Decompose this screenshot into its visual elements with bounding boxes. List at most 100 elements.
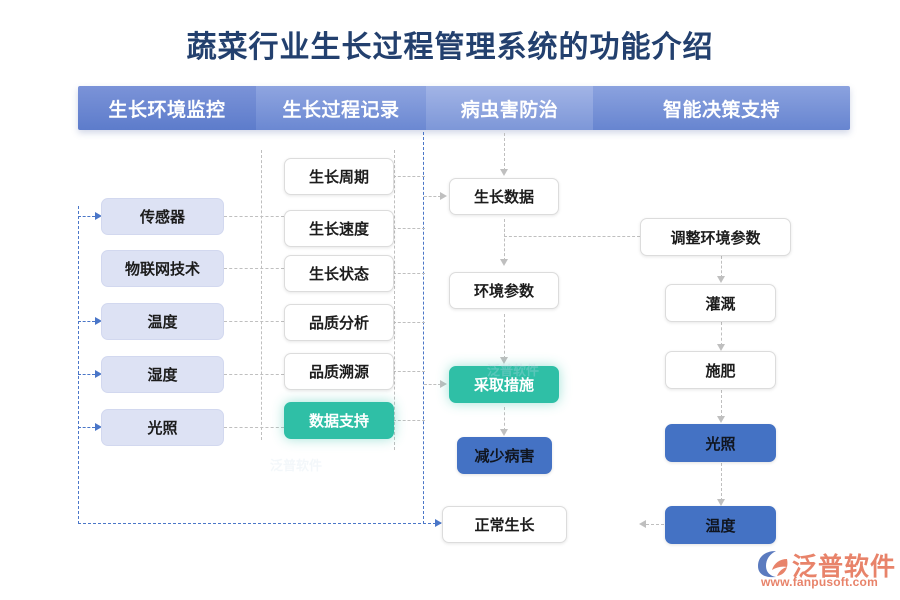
node-illumination-monitor-label: 光照 [147,420,178,437]
node-sensor[interactable]: 传感器 [101,198,224,235]
node-growth-rate-label: 生长速度 [308,221,369,238]
arrowhead-to-temperature [95,317,102,325]
node-growth-status[interactable]: 生长状态 [284,255,394,292]
node-adjust-environment-parameters[interactable]: 调整环境参数 [640,218,791,256]
node-quality-traceability[interactable]: 品质溯源 [284,353,394,390]
header-segment-process-record[interactable]: 生长过程记录 [256,86,426,130]
node-adjust-environment-parameters-label: 调整环境参数 [670,229,761,247]
node-humidity-monitor-label: 湿度 [147,367,178,384]
connector-take-measures-to-reduce-disease [504,407,505,431]
node-iot-technology-label: 物联网技术 [124,261,200,278]
brand-logo: 泛普软件 www.fanpusoft.com [756,548,896,592]
connector-to-sensor [78,216,95,217]
node-growth-cycle[interactable]: 生长周期 [284,158,394,195]
arrowhead-fertilize-to-illumination [717,416,725,423]
node-iot-technology[interactable]: 物联网技术 [101,250,224,287]
node-illumination-monitor[interactable]: 光照 [101,409,224,446]
connector-illumination-to-temperature [721,463,722,501]
node-temperature-monitor-label: 温度 [147,314,178,331]
connector-fertilize-to-illumination [721,390,722,418]
arrowhead-adjust-env-to-irrigation [717,276,725,283]
node-environment-parameters-label: 环境参数 [473,283,534,300]
header-segment-decision-support[interactable]: 智能决策支持 [593,86,850,130]
connector-spine-to-take-measures [424,384,441,385]
connector-growth-data-to-env-params [504,219,505,261]
node-growth-data[interactable]: 生长数据 [449,178,559,215]
node-quality-analysis-label: 品质分析 [308,315,369,332]
node-quality-traceability-label: 品质溯源 [308,364,369,381]
connector-quality-trace-right [393,371,425,372]
connector-irrigation-to-fertilize [721,322,722,346]
connector-iot-to-col2 [224,268,284,269]
connector-growth-cycle-right [393,176,425,177]
connector-quality-analysis-right [393,322,425,323]
node-growth-status-label: 生长状态 [308,266,369,283]
header-segment-environment-monitoring[interactable]: 生长环境监控 [78,86,256,130]
node-irrigation[interactable]: 灌溉 [665,284,776,322]
arrowhead-to-sensor [95,212,102,220]
connector-temperature-to-col2 [224,321,284,322]
connector-sensor-to-col2 [224,216,284,217]
fanpu-logo-icon [758,551,788,578]
node-normal-growth-label: 正常生长 [474,517,535,534]
arrowhead-to-normal-growth [435,519,442,527]
brand-logo-url: www.fanpusoft.com [761,575,878,589]
connector-adjust-env-to-irrigation [721,256,722,278]
node-illumination-control-label: 光照 [705,435,736,453]
connector-to-temperature [78,321,95,322]
connector-header-to-growth-data [504,133,505,171]
node-sensor-label: 传感器 [139,209,185,226]
connector-left-spine-bottom [78,523,441,524]
node-fertilization[interactable]: 施肥 [665,351,776,389]
node-data-support[interactable]: 数据支持 [284,402,394,439]
arrowhead-irrigation-to-fertilize [717,344,725,351]
arrowhead-env-params-to-take-measures [500,357,508,364]
connector-growth-data-to-adjust-env [504,236,640,237]
arrowhead-illumination-to-temperature [717,499,725,506]
page-title: 蔬菜行业生长过程管理系统的功能介绍 [186,31,714,64]
node-data-support-label: 数据支持 [308,413,369,430]
node-humidity-monitor[interactable]: 湿度 [101,356,224,393]
arrowhead-to-growth-data [440,192,447,200]
arrowhead-temperature-to-normal-growth [639,520,646,528]
node-illumination-control[interactable]: 光照 [665,424,776,462]
connector-illumination-to-col2 [224,427,284,428]
node-take-measures[interactable]: 采取措施 [449,366,559,403]
header-segment-pest-control[interactable]: 病虫害防治 [426,86,593,130]
connector-growth-status-right [393,273,425,274]
connector-col1-col2-gutter-vertical [261,150,262,440]
arrowhead-growth-data-to-env-params [500,259,508,266]
node-temperature-monitor[interactable]: 温度 [101,303,224,340]
connector-data-support-right [393,420,425,421]
node-irrigation-label: 灌溉 [705,295,736,313]
watermark-bottom-left: 泛普软件 [270,458,323,473]
arrowhead-to-take-measures [440,380,447,388]
connector-col2-col3-gutter-vertical [394,150,395,450]
arrowhead-header-to-growth-data [500,169,508,176]
connector-left-spine-vertical [78,206,79,524]
connector-env-params-to-take-measures [504,314,505,359]
node-take-measures-label: 采取措施 [473,377,534,394]
connector-spine-to-growth-data [424,196,441,197]
connector-temperature-to-normal-growth [646,524,674,525]
node-temperature-control[interactable]: 温度 [665,506,776,544]
node-temperature-control-label: 温度 [705,517,736,535]
category-header-bar: 生长环境监控 生长过程记录 病虫害防治 智能决策支持 [78,86,850,130]
node-reduce-disease[interactable]: 减少病害 [457,437,552,474]
node-quality-analysis[interactable]: 品质分析 [284,304,394,341]
node-fertilization-label: 施肥 [705,362,736,380]
connector-to-humidity [78,374,95,375]
arrowhead-to-humidity [95,370,102,378]
node-growth-data-label: 生长数据 [473,189,534,206]
node-growth-rate[interactable]: 生长速度 [284,210,394,247]
node-environment-parameters[interactable]: 环境参数 [449,272,559,309]
connector-to-illumination [78,427,95,428]
brand-logo-name: 泛普软件 [792,553,897,581]
arrowhead-take-measures-to-reduce-disease [500,429,508,436]
arrowhead-to-illumination [95,423,102,431]
node-growth-cycle-label: 生长周期 [308,169,369,186]
connector-growth-data-branch-vertical [504,219,505,237]
node-normal-growth[interactable]: 正常生长 [442,506,567,543]
connector-mid-spine-vertical [423,132,424,524]
